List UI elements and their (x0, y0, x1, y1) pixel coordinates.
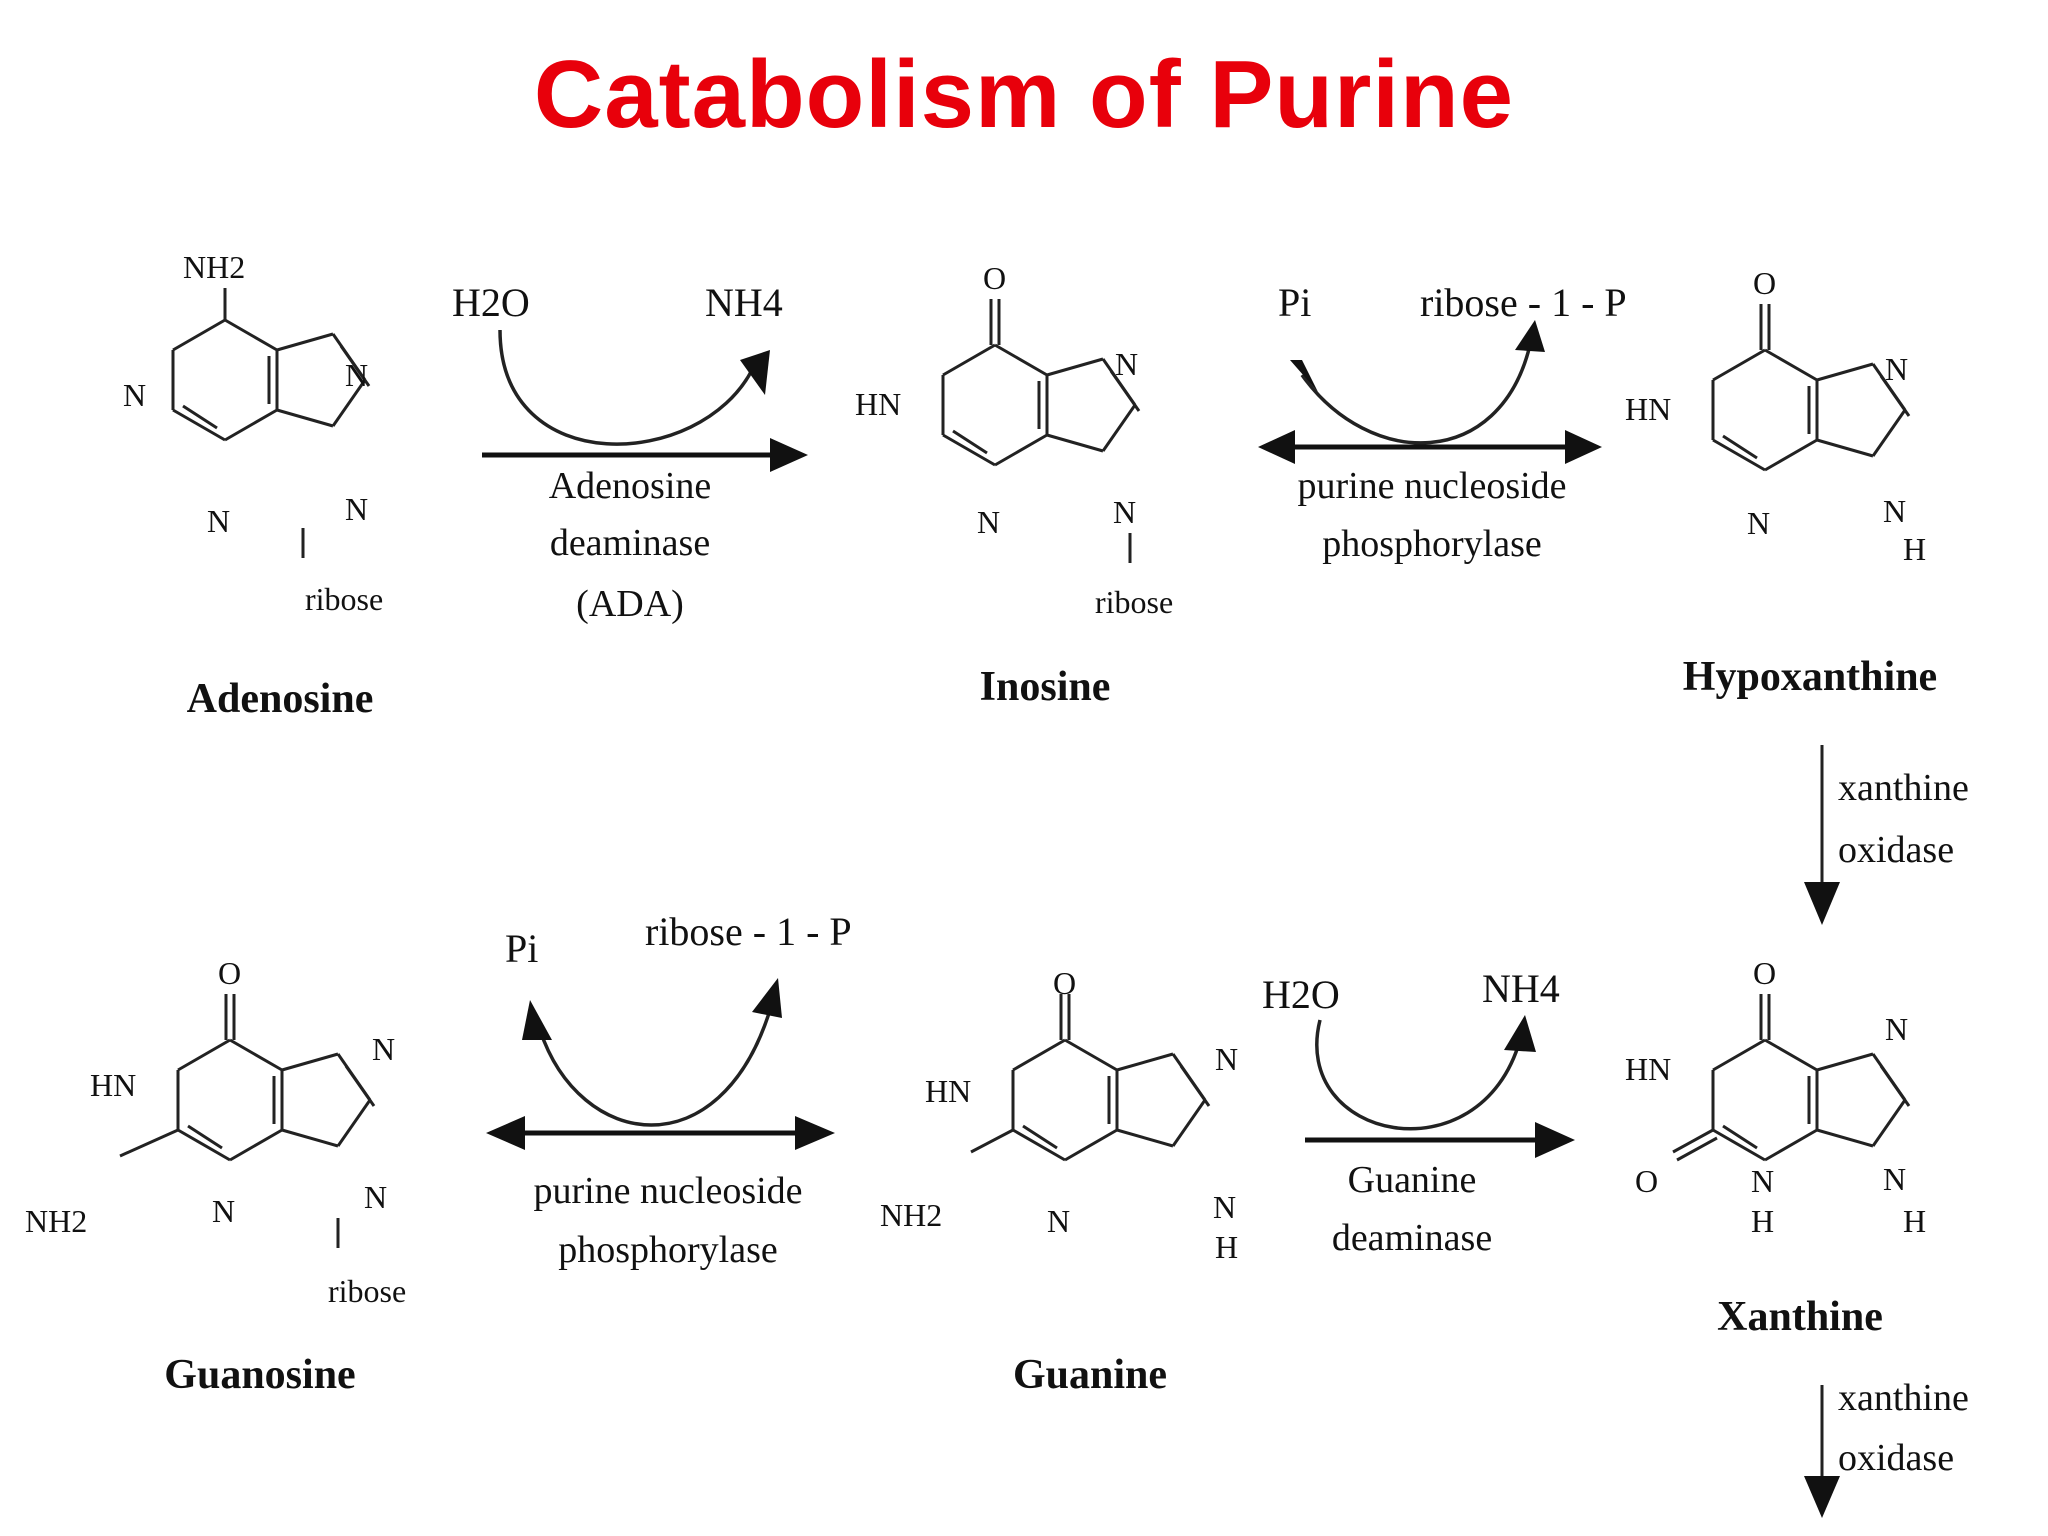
enzyme-pnp2-line2: phosphorylase (558, 1229, 778, 1271)
atom-label: N (1113, 494, 1136, 530)
atom-label: H (1903, 1203, 1926, 1239)
ribose-label: ribose (1095, 584, 1173, 620)
compound-guanosine: Guanosine (164, 1352, 355, 1398)
phosphate-cofactor: Pi (1278, 280, 1311, 325)
xanthine-oxidase-step-1: xanthine oxidase (1804, 745, 1969, 925)
compound-hypoxanthine: Hypoxanthine (1683, 654, 1937, 700)
compound-guanine: Guanine (1013, 1352, 1167, 1398)
ribose-label: ribose (305, 581, 383, 617)
atom-label: O (983, 260, 1006, 296)
atom-label: NH2 (25, 1203, 87, 1239)
enzyme-pnp2-line1: purine nucleoside (533, 1170, 802, 1212)
atom-label: N (345, 491, 368, 527)
ammonium-cofactor: NH4 (705, 280, 783, 325)
atom-label: O (218, 955, 241, 991)
atom-label: H (1903, 531, 1926, 567)
hypoxanthine-structure: O HN N N N H (1625, 265, 1926, 567)
enzyme-xo-line1: xanthine (1838, 767, 1969, 809)
water-cofactor: H2O (452, 280, 530, 325)
enzyme-xo2-line2: oxidase (1838, 1437, 1954, 1479)
water-cofactor: H2O (1262, 972, 1340, 1017)
atom-label: H (1215, 1229, 1238, 1265)
atom-label: HN (855, 386, 901, 422)
atom-label: HN (925, 1073, 971, 1109)
atom-label: N (1115, 346, 1138, 382)
guanosine-structure: O HN NH2 N N N ribose (25, 955, 406, 1309)
enzyme-ada-line1: Adenosine (549, 465, 712, 507)
atom-label: N (1885, 351, 1908, 387)
atom-label: O (1635, 1163, 1658, 1199)
ammonium-cofactor: NH4 (1482, 966, 1560, 1011)
compound-xanthine: Xanthine (1717, 1294, 1883, 1340)
compound-inosine: Inosine (980, 664, 1111, 710)
compound-adenosine: Adenosine (187, 676, 374, 722)
atom-label: N (345, 357, 368, 393)
atom-label: O (1053, 965, 1076, 1001)
guanine-deaminase-reaction: H2O NH4 Guanine deaminase (1262, 966, 1575, 1259)
guanine-structure: O HN NH2 N N N H (880, 965, 1238, 1265)
atom-label: HN (90, 1067, 136, 1103)
ribose-1-phosphate: ribose - 1 - P (1420, 280, 1627, 325)
atom-label: N (1747, 505, 1770, 541)
pnp-reaction-top: Pi ribose - 1 - P purine nucleoside phos… (1258, 280, 1627, 565)
atom-label: H (1751, 1203, 1774, 1239)
atom-label: N (1751, 1163, 1774, 1199)
enzyme-xo2-line1: xanthine (1838, 1377, 1969, 1419)
atom-label: NH2 (183, 249, 245, 285)
enzyme-ada-line2: deaminase (550, 522, 710, 564)
enzyme-xo-line2: oxidase (1838, 829, 1954, 871)
atom-label: N (1883, 1161, 1906, 1197)
inosine-structure: O HN N N N ribose (855, 260, 1173, 620)
adenosine-structure: NH2 N N N N ribose (123, 249, 383, 617)
atom-label: NH2 (880, 1197, 942, 1233)
pnp-reaction-bottom: Pi ribose - 1 - P purine nucleoside phos… (486, 909, 852, 1271)
atom-label: N (1047, 1203, 1070, 1239)
atom-label: N (1885, 1011, 1908, 1047)
atom-label: N (1883, 493, 1906, 529)
atom-label: HN (1625, 391, 1671, 427)
atom-label: O (1753, 265, 1776, 301)
enzyme-gd-line2: deaminase (1332, 1217, 1492, 1259)
atom-label: N (364, 1179, 387, 1215)
ada-reaction: H2O NH4 Adenosine deaminase (ADA) (452, 280, 808, 625)
atom-label: HN (1625, 1051, 1671, 1087)
ribose-1-phosphate: ribose - 1 - P (645, 909, 852, 954)
atom-label: N (977, 504, 1000, 540)
enzyme-gd-line1: Guanine (1348, 1159, 1477, 1201)
slide-title: Catabolism of Purine (533, 41, 1515, 148)
atom-label: N (123, 377, 146, 413)
enzyme-pnp-line1: purine nucleoside (1297, 465, 1566, 507)
xanthine-structure: O HN O N H N N H (1625, 955, 1926, 1239)
phosphate-cofactor: Pi (505, 926, 538, 971)
enzyme-ada-line3: (ADA) (576, 583, 684, 625)
atom-label: N (1215, 1041, 1238, 1077)
atom-label: N (212, 1193, 235, 1229)
atom-label: N (207, 503, 230, 539)
atom-label: N (372, 1031, 395, 1067)
atom-label: N (1213, 1189, 1236, 1225)
atom-label: O (1753, 955, 1776, 991)
ribose-label: ribose (328, 1273, 406, 1309)
enzyme-pnp-line2: phosphorylase (1322, 523, 1542, 565)
xanthine-oxidase-step-2: xanthine oxidase (1804, 1377, 1969, 1518)
